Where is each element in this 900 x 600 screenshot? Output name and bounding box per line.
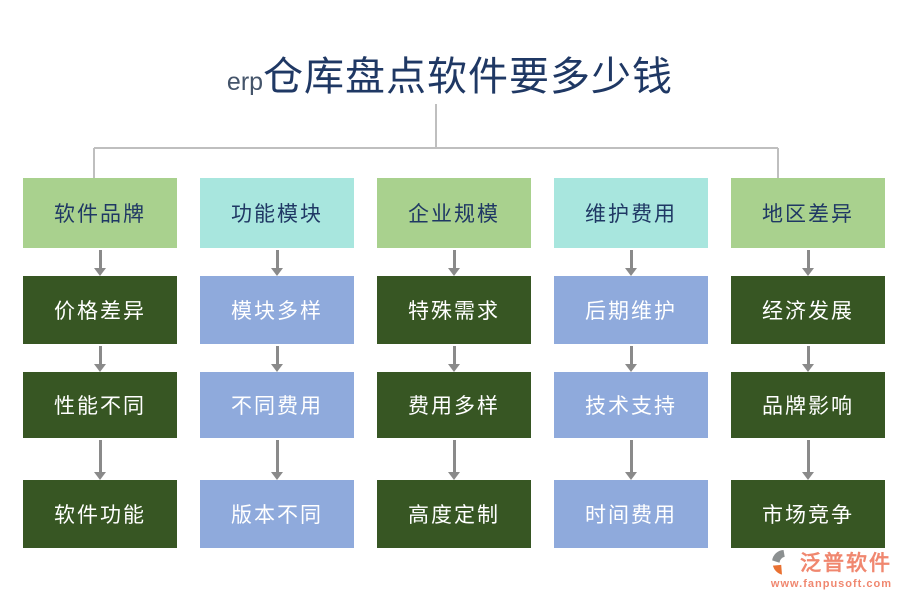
column-4-item-3: 时间费用 [554, 480, 708, 548]
down-arrow-icon [377, 248, 531, 276]
column-5-item-3: 市场竞争 [731, 480, 885, 548]
column-5-header: 地区差异 [731, 178, 885, 248]
down-arrow-icon [23, 438, 177, 480]
down-arrow-icon [554, 438, 708, 480]
column-enterprise-scale: 企业规模 特殊需求 费用多样 高度定制 [377, 178, 531, 548]
column-1-item-2: 性能不同 [23, 372, 177, 438]
down-arrow-icon [200, 438, 354, 480]
title-prefix-erp: erp [226, 68, 264, 96]
column-4-item-1: 后期维护 [554, 276, 708, 344]
column-region-difference: 地区差异 经济发展 品牌影响 市场竞争 [731, 178, 885, 548]
down-arrow-icon [731, 248, 885, 276]
column-1-item-1: 价格差异 [23, 276, 177, 344]
brand-watermark: 泛普软件 www.fanpusoft.com [771, 547, 892, 590]
column-2-item-3: 版本不同 [200, 480, 354, 548]
column-1-item-3: 软件功能 [23, 480, 177, 548]
down-arrow-icon [23, 344, 177, 372]
brand-url: www.fanpusoft.com [770, 578, 892, 590]
down-arrow-icon [200, 344, 354, 372]
column-4-header: 维护费用 [554, 178, 708, 248]
column-3-item-2: 费用多样 [377, 372, 531, 438]
column-3-item-1: 特殊需求 [377, 276, 531, 344]
down-arrow-icon [23, 248, 177, 276]
down-arrow-icon [731, 344, 885, 372]
down-arrow-icon [377, 438, 531, 480]
column-maintenance-cost: 维护费用 后期维护 技术支持 时间费用 [554, 178, 708, 548]
column-function-modules: 功能模块 模块多样 不同费用 版本不同 [200, 178, 354, 548]
down-arrow-icon [554, 344, 708, 372]
fanpu-logo-icon [771, 549, 798, 576]
brand-name: 泛普软件 [799, 551, 892, 575]
column-5-item-1: 经济发展 [731, 276, 885, 344]
column-2-item-1: 模块多样 [200, 276, 354, 344]
down-arrow-icon [554, 248, 708, 276]
column-5-item-2: 品牌影响 [731, 372, 885, 438]
column-2-header: 功能模块 [200, 178, 354, 248]
column-4-item-2: 技术支持 [554, 372, 708, 438]
column-3-item-3: 高度定制 [377, 480, 531, 548]
down-arrow-icon [731, 438, 885, 480]
column-software-brand: 软件品牌 价格差异 性能不同 软件功能 [23, 178, 177, 548]
down-arrow-icon [200, 248, 354, 276]
column-2-item-2: 不同费用 [200, 372, 354, 438]
column-1-header: 软件品牌 [23, 178, 177, 248]
title-main-text: 仓库盘点软件要多少钱 [263, 54, 674, 99]
down-arrow-icon [377, 344, 531, 372]
column-3-header: 企业规模 [377, 178, 531, 248]
